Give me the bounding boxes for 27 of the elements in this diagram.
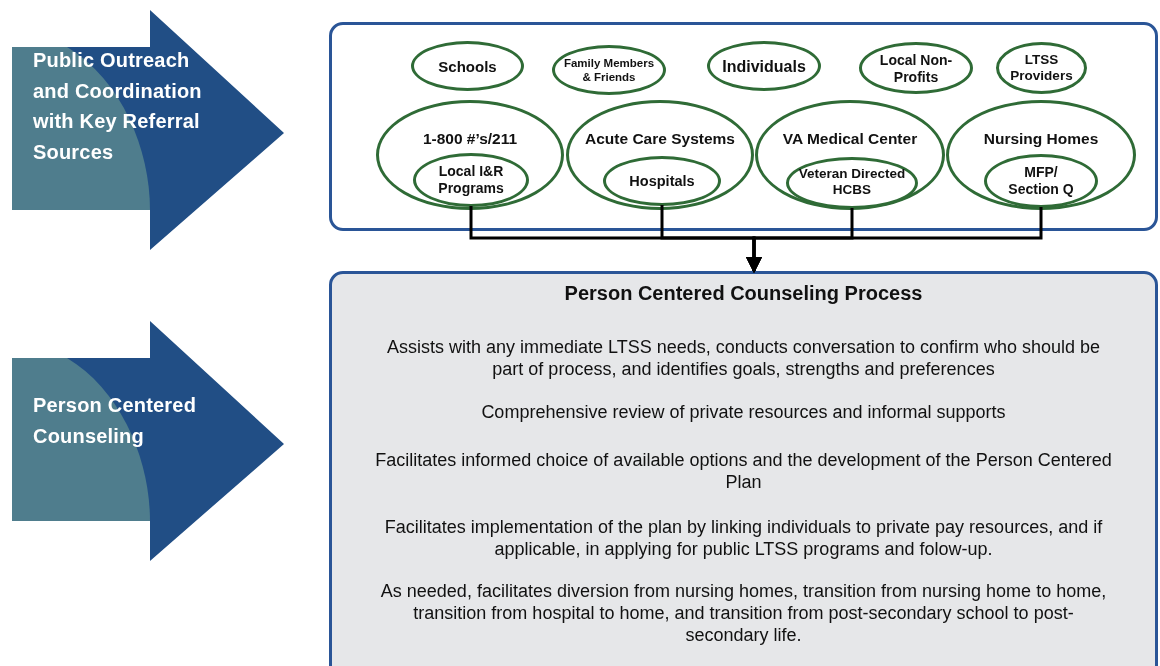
oval: [984, 154, 1098, 208]
process-step-text: Facilitates informed choice of available options and the development of the Person Centered Plan: [374, 449, 1113, 493]
panel-title: Person Centered Counseling Process: [563, 282, 924, 305]
oval-label: Acute Care Systems: [585, 130, 735, 149]
oval-label: LTSS Providers: [1009, 52, 1074, 85]
arrow-label: Person Centered Counseling: [33, 393, 198, 449]
referral-sources-panel: [329, 22, 1158, 231]
oval-label: Hospitals: [629, 173, 695, 191]
process-panel: [329, 271, 1158, 666]
oval-label: Local Non-Profits: [878, 52, 954, 86]
process-step-text: Comprehensive review of private resources and informal supports: [480, 401, 1007, 423]
oval-label: MFP/ Section Q: [1007, 164, 1075, 198]
oval-label: Individuals: [722, 57, 806, 77]
process-step-text: Assists with any immediate LTSS needs, conducts conversation to confirm who should be part of process, and identifies goals, strengths and preferences: [386, 336, 1101, 380]
oval-label: Schools: [438, 58, 497, 76]
connector-arrow: [746, 207, 1043, 273]
process-step-text: Facilitates implementation of the plan by linking individuals to private pay resources, and if applicable, in applying for public LTSS programs and folow-up.: [383, 516, 1104, 560]
oval-label: Nursing Homes: [983, 130, 1099, 149]
oval-label: VA Medical Center: [782, 130, 918, 149]
oval-label: Family Members & Friends: [562, 57, 656, 85]
oval-label: Veteran Directed HCBS: [797, 166, 907, 199]
process-step-text: As needed, facilitates diversion from nursing homes, transition from nursing home to home, transition from hospital to home, and transition from post-secondary school to post-secondary life.: [379, 580, 1108, 646]
arrow-label: Public Outreach and Coordination with Key Referral Sources: [33, 48, 203, 165]
oval: [413, 153, 529, 207]
oval: [603, 156, 721, 206]
oval-label: 1-800 #’s/211: [422, 130, 518, 149]
oval-label: Local I&R Programs: [437, 163, 505, 197]
